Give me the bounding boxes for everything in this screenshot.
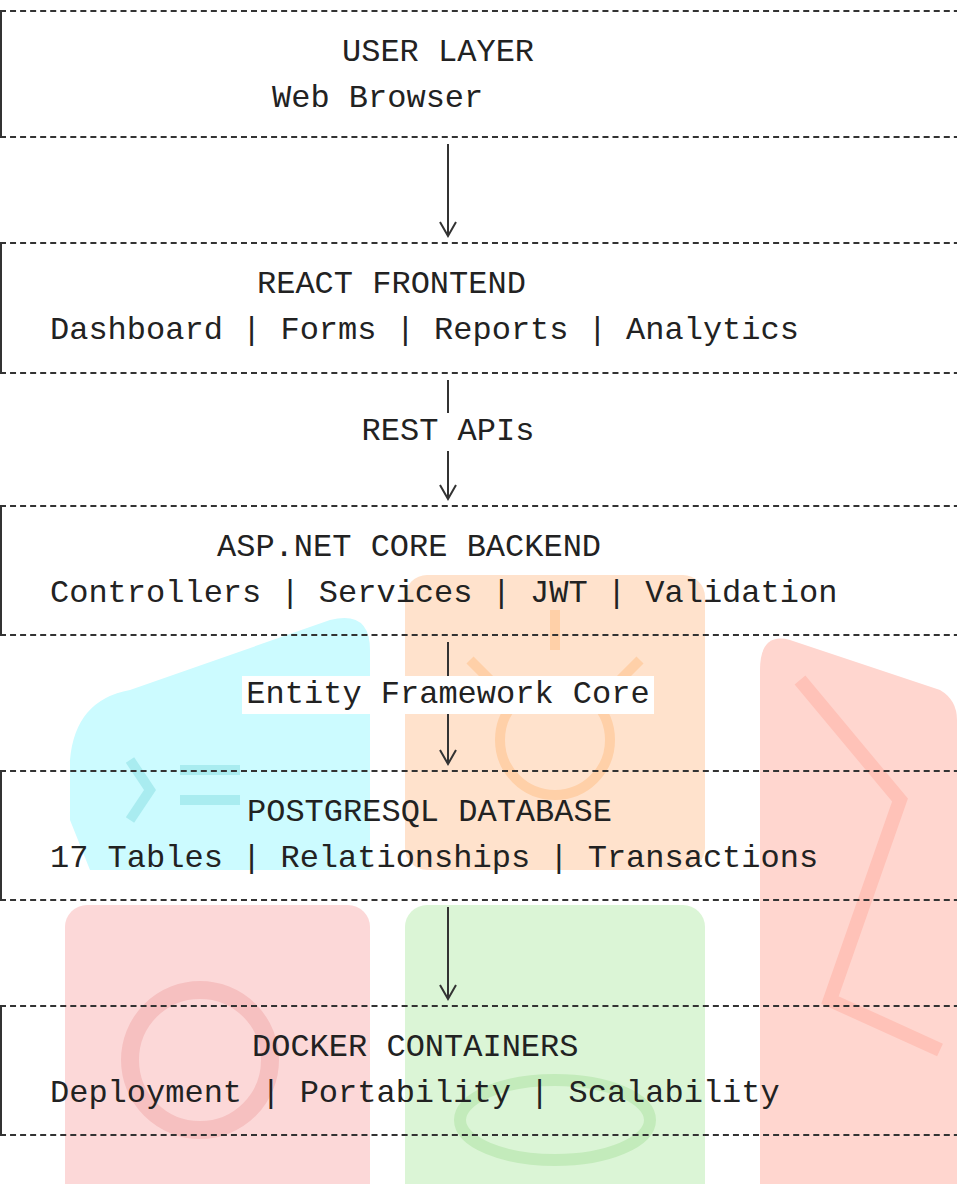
layer-title: POSTGRESQL DATABASE [247, 794, 612, 832]
layer-items: Dashboard | Forms | Reports | Analytics [50, 312, 799, 350]
watermark-shape [130, 760, 240, 820]
layer-title: ASP.NET CORE BACKEND [217, 529, 601, 567]
layer-items: Web Browser [272, 80, 483, 118]
layer-items: Deployment | Portability | Scalability [50, 1075, 780, 1113]
layer-title: DOCKER CONTAINERS [252, 1029, 578, 1067]
flow-arrow [440, 144, 456, 236]
layer-items: Controllers | Services | JWT | Validatio… [50, 575, 837, 613]
edge-label: REST APIs [358, 413, 539, 451]
layer-band: DOCKER CONTAINERS Deployment | Portabilit… [0, 1005, 957, 1136]
edge-label: Entity Framework Core [242, 676, 653, 714]
layer-items: 17 Tables | Relationships | Transactions [50, 840, 818, 878]
watermark-shape [470, 610, 640, 685]
layer-title: REACT FRONTEND [257, 266, 526, 304]
layer-band: ASP.NET CORE BACKEND Controllers | Servic… [0, 505, 957, 636]
flow-arrow [440, 907, 456, 999]
watermark-shape [760, 639, 957, 1184]
watermark-shape [70, 618, 370, 870]
layer-band: POSTGRESQL DATABASE 17 Tables | Relations… [0, 770, 957, 901]
layer-title: USER LAYER [342, 34, 534, 72]
watermark-shape [800, 680, 940, 1050]
layer-band: USER LAYER Web Browser [0, 10, 957, 138]
layer-band: REACT FRONTEND Dashboard | Forms | Report… [0, 242, 957, 374]
